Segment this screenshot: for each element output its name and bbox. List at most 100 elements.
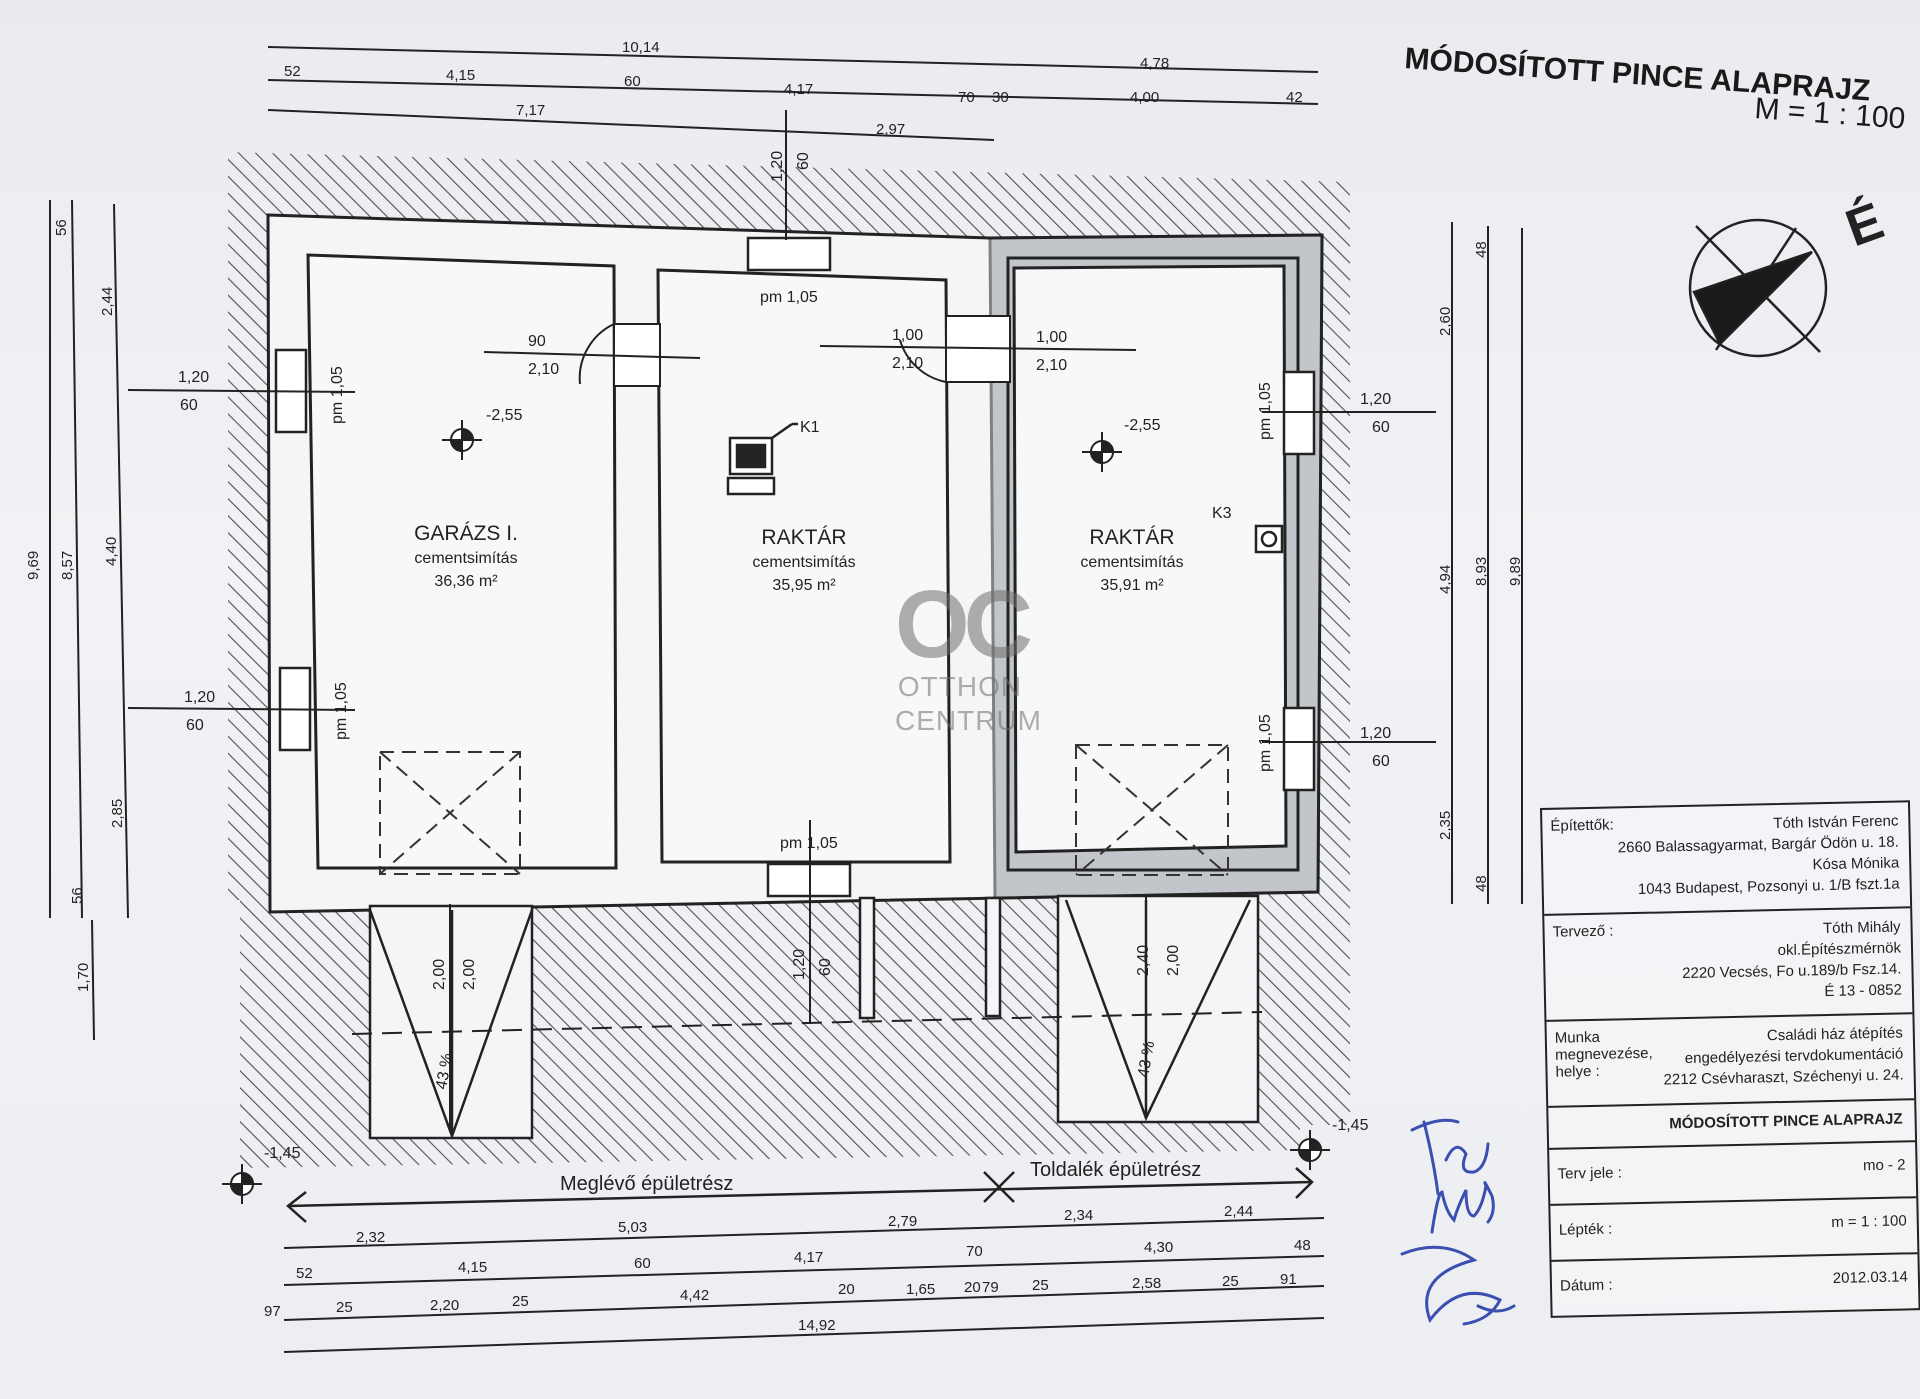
svg-text:4,94: 4,94 [1437,565,1454,594]
bottom-dimension-labels: 2,32 5,03 2,79 2,34 2,44 52 4,15 60 4,17… [264,1203,1311,1334]
builders-row: Építettők: Tóth István Ferenc 2660 Balas… [1542,802,1911,916]
svg-text:2,10: 2,10 [1036,357,1067,374]
svg-text:2,00: 2,00 [1165,945,1182,976]
svg-text:1,20: 1,20 [769,151,786,182]
svg-text:36,36 m²: 36,36 m² [434,573,498,590]
svg-text:2,85: 2,85 [109,799,126,828]
svg-text:90: 90 [528,333,546,350]
svg-text:2,44: 2,44 [1224,1203,1253,1220]
extension-section-label: Toldalék épületrész [1030,1159,1201,1181]
svg-text:43 %: 43 % [1135,1040,1158,1079]
svg-text:56: 56 [53,219,70,236]
left-dimension-labels: 9,69 8,57 56 2,44 4,40 2,85 56 1,70 [25,219,126,992]
drawing-scale: M = 1 : 100 [1754,92,1907,135]
dimension-lines [49,46,1523,1353]
room-garage-label: GARÁZS I. cementsimítás 36,36 m² -2,55 [414,407,523,590]
svg-text:4,17: 4,17 [784,81,813,98]
svg-text:9,89: 9,89 [1507,557,1524,586]
svg-text:4,40: 4,40 [103,537,120,566]
svg-text:20: 20 [964,1279,981,1296]
level-right-label: -1,45 [1332,1117,1369,1134]
svg-text:2,35: 2,35 [1437,811,1454,840]
date-row: Dátum : 2012.03.14 [1559,1268,1909,1295]
svg-text:pm 1,05: pm 1,05 [1257,714,1274,772]
svg-text:60: 60 [624,73,641,90]
svg-text:cementsimítás: cementsimítás [414,550,517,567]
svg-text:60: 60 [186,717,204,734]
svg-text:70: 70 [966,1243,983,1260]
svg-text:1,00: 1,00 [892,327,923,344]
svg-text:25: 25 [1222,1273,1239,1290]
svg-text:2,32: 2,32 [356,1229,385,1246]
plan-id-row: Terv jele : mo - 2 [1549,1142,1917,1206]
svg-text:pm 1,05: pm 1,05 [1257,382,1274,440]
level-left-label: -1,45 [264,1145,301,1162]
svg-text:48: 48 [1473,875,1490,892]
svg-text:2,00: 2,00 [431,959,448,990]
svg-text:1,20: 1,20 [1360,725,1391,742]
k1-boiler-symbol [726,422,798,496]
svg-text:4,00: 4,00 [1130,89,1159,106]
svg-text:pm 1,05: pm 1,05 [760,289,818,306]
svg-text:5,03: 5,03 [618,1219,647,1236]
svg-text:60: 60 [634,1255,651,1272]
svg-text:É: É [1839,192,1891,258]
svg-text:cementsimítás: cementsimítás [1080,554,1183,571]
svg-text:4,30: 4,30 [1144,1239,1173,1256]
room-storage-1-label: RAKTÁR cementsimítás 35,95 m² [752,526,855,594]
svg-text:1,00: 1,00 [1036,329,1067,346]
svg-text:8,93: 8,93 [1473,557,1490,586]
svg-text:RAKTÁR: RAKTÁR [761,526,846,549]
k3-symbol [1254,524,1284,554]
svg-text:2,10: 2,10 [528,361,559,378]
svg-text:42: 42 [1286,89,1303,106]
top-dimension-labels: 10,14 4,78 52 4,15 60 4,17 70 30 4,00 42… [284,39,1303,138]
svg-text:10,14: 10,14 [622,39,660,56]
svg-text:4,17: 4,17 [794,1249,823,1266]
svg-text:60: 60 [180,397,198,414]
svg-text:97: 97 [264,1303,281,1320]
svg-text:56: 56 [69,887,86,904]
svg-text:60: 60 [817,958,834,976]
svg-text:4,42: 4,42 [680,1287,709,1304]
svg-text:2,97: 2,97 [876,121,905,138]
svg-text:35,91 m²: 35,91 m² [1100,577,1164,594]
work-row: Munka megnevezése, helye : Családi ház á… [1546,1014,1915,1108]
svg-text:60: 60 [1372,753,1390,770]
svg-text:4,78: 4,78 [1140,55,1169,72]
svg-text:30: 30 [992,89,1009,106]
svg-text:pm 1,05: pm 1,05 [333,682,350,740]
svg-text:2,00: 2,00 [461,959,478,990]
svg-text:-2,55: -2,55 [486,407,523,424]
designer-row: Tervező : Tóth Mihály okl.Építészmérnök … [1544,908,1913,1022]
scale-row: Lépték : m = 1 : 100 [1550,1198,1918,1262]
svg-text:2,58: 2,58 [1132,1275,1161,1292]
svg-text:2,44: 2,44 [99,287,116,316]
watermark-logo: OC OTTHON CENTRUM [895,571,1042,737]
svg-text:RAKTÁR: RAKTÁR [1089,526,1174,549]
svg-text:2,34: 2,34 [1064,1207,1093,1224]
svg-text:-2,55: -2,55 [1124,417,1161,434]
svg-text:43 %: 43 % [433,1052,456,1091]
svg-text:8,57: 8,57 [59,551,76,580]
section-boundary [351,1011,1263,1035]
svg-text:70: 70 [958,89,975,106]
svg-text:48: 48 [1294,1237,1311,1254]
room-storage-2-label: RAKTÁR cementsimítás 35,91 m² -2,55 [1080,417,1183,594]
right-dimension-labels: 48 2,60 4,94 8,93 9,89 2,35 48 [1437,241,1524,892]
svg-text:25: 25 [336,1299,353,1316]
svg-text:1,20: 1,20 [791,949,808,980]
svg-text:9,69: 9,69 [25,551,42,580]
svg-text:pm 1,05: pm 1,05 [329,366,346,424]
svg-text:pm 1,05: pm 1,05 [780,835,838,852]
svg-text:4,15: 4,15 [446,67,475,84]
section-arrow [286,1167,1314,1223]
svg-text:2,20: 2,20 [430,1297,459,1314]
svg-text:52: 52 [284,63,301,80]
compass-icon: É [1688,192,1891,358]
k1-label: K1 [800,419,820,436]
svg-text:1,65: 1,65 [906,1281,935,1298]
svg-text:48: 48 [1473,241,1490,258]
svg-text:25: 25 [512,1293,529,1310]
svg-text:1,70: 1,70 [75,963,92,992]
